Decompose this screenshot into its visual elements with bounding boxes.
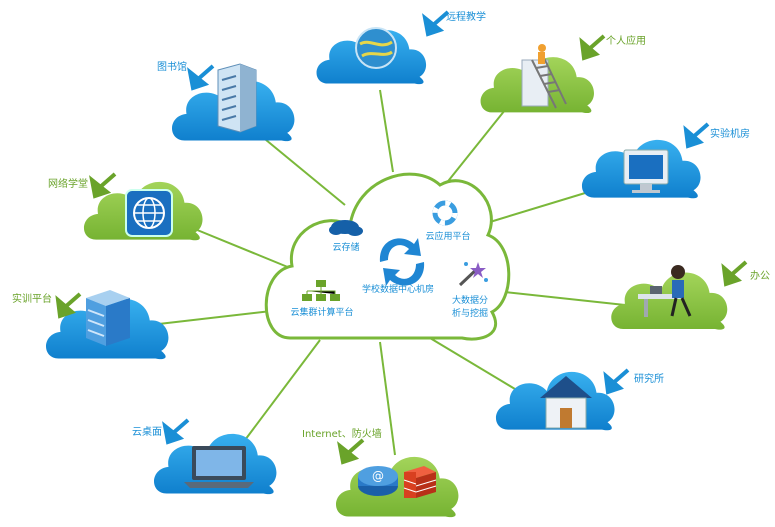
firewall-icon — [403, 466, 437, 498]
house-icon — [540, 376, 592, 429]
arrow-icon — [721, 260, 748, 287]
node-training: 实训平台 — [12, 290, 169, 360]
node-cloud-desktop: 云桌面 — [132, 418, 277, 495]
node-office: 办公 — [611, 260, 770, 330]
arrow-icon — [422, 10, 450, 37]
line-lab — [479, 189, 596, 226]
arrow-icon — [683, 122, 710, 149]
connector-lines — [149, 89, 626, 456]
label-big-data-1: 大数据分 — [452, 294, 488, 306]
line-personal-app — [444, 109, 506, 186]
globe-icon — [355, 27, 397, 69]
arrow-icon — [89, 172, 117, 199]
arrow-icon — [162, 418, 190, 445]
label-cluster-platform: 云集群计算平台 — [290, 306, 353, 318]
label-library: 图书馆 — [157, 60, 187, 73]
node-library: 图书馆 — [157, 60, 295, 142]
arrow-icon — [603, 368, 630, 395]
ladder-worker-icon — [521, 44, 567, 109]
label-research: 研究所 — [634, 372, 664, 385]
sync-arrows-icon — [379, 238, 425, 286]
label-training: 实训平台 — [12, 292, 52, 305]
label-center-title: 学校数据中心机房 — [362, 283, 434, 295]
lifebuoy-icon — [432, 200, 458, 226]
magic-wand-icon — [458, 262, 488, 287]
node-internet-firewall: @ Internet、防火墙 — [302, 427, 459, 518]
line-office — [504, 291, 626, 306]
label-remote-teaching: 远程教学 — [446, 10, 486, 23]
arrow-icon — [55, 292, 82, 319]
label-cloud-desktop: 云桌面 — [132, 425, 162, 438]
email-router-icon: @ — [358, 466, 398, 496]
central-cloud: 云存储 云应用平台 学校数据中心机房 云集群计算平台 大数据分 析与挖掘 — [264, 172, 511, 341]
line-online-class — [184, 224, 296, 271]
line-training — [149, 309, 281, 326]
label-online-class: 网络学堂 — [48, 177, 88, 190]
arrow-icon — [187, 64, 215, 91]
server-stack-icon — [86, 290, 130, 346]
arrow-icon — [337, 438, 365, 465]
svg-text:@: @ — [372, 469, 384, 483]
line-research — [429, 337, 526, 396]
label-lab: 实验机房 — [710, 127, 750, 140]
label-internet-firewall: Internet、防火墙 — [302, 427, 382, 440]
building-icon — [217, 63, 257, 133]
line-remote-teaching — [379, 89, 394, 173]
web-globe-icon — [125, 189, 173, 237]
line-cloud-desktop — [244, 339, 321, 441]
node-research: 研究所 — [495, 368, 664, 431]
cloud-storage-icon — [329, 220, 363, 236]
label-big-data-2: 析与挖掘 — [452, 307, 488, 319]
line-library — [259, 134, 346, 206]
label-cloud-app-platform: 云应用平台 — [425, 230, 470, 242]
monitor-icon — [623, 149, 669, 193]
node-lab: 实验机房 — [581, 122, 750, 199]
laptop-icon — [184, 446, 254, 488]
label-office: 办公 — [750, 269, 770, 282]
arrow-icon — [579, 34, 606, 61]
label-personal-app: 个人应用 — [606, 34, 646, 47]
line-internet — [379, 341, 396, 456]
node-personal-app: 个人应用 — [480, 34, 646, 114]
cluster-icon — [302, 280, 340, 301]
label-cloud-storage: 云存储 — [332, 241, 359, 253]
node-remote-teaching: 远程教学 — [316, 10, 486, 85]
office-worker-icon — [638, 265, 692, 317]
node-online-class: 网络学堂 — [48, 172, 203, 241]
